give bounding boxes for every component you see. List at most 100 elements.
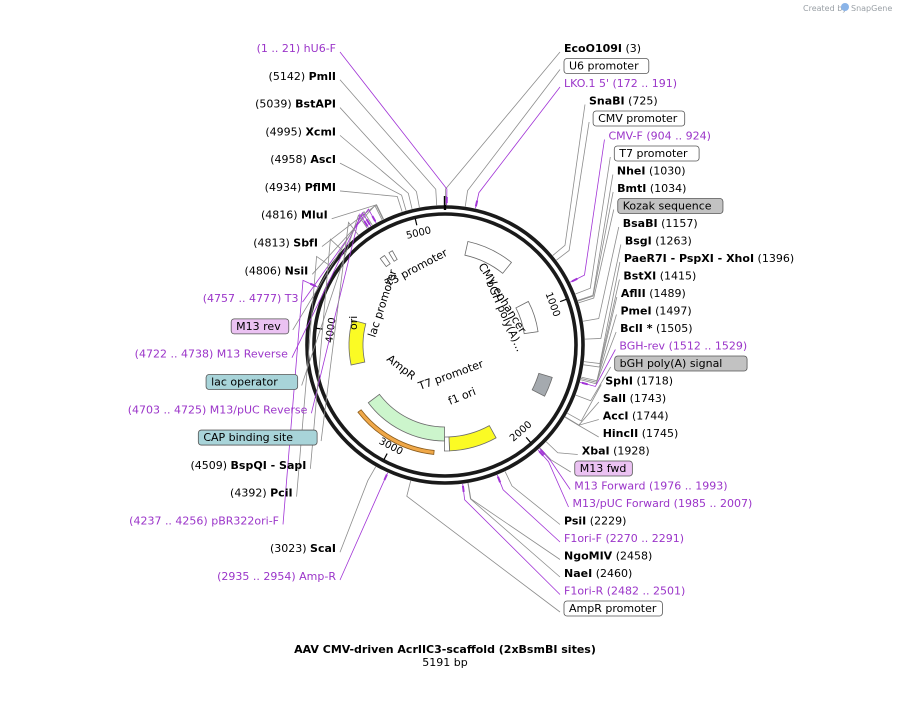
feature-box-ampr-promoter[interactable]: AmpR promoter <box>563 600 663 617</box>
site-name: MluI <box>301 209 328 222</box>
feature-box-t7-promoter[interactable]: T7 promoter <box>613 145 700 162</box>
enzyme-label-pmli[interactable]: (5142) PmlI <box>269 70 336 83</box>
primer-label-m13-forward[interactable]: M13 Forward (1976 .. 1993) <box>574 480 727 493</box>
enzyme-label-psii[interactable]: PsiI (2229) <box>564 515 626 528</box>
enzyme-label-bspqi-sapi[interactable]: (4509) BspQI - SapI <box>190 459 306 472</box>
feature-cmv-enhancer[interactable] <box>464 241 513 274</box>
enzyme-label-nhei[interactable]: NheI (1030) <box>617 165 686 178</box>
enzyme-label-paer7i-pspxi-xhoi[interactable]: PaeR7I - PspXI - XhoI (1396) <box>624 252 794 265</box>
tick-label-1000: 1000 <box>543 291 562 319</box>
enzyme-label-bsgi[interactable]: BsgI (1263) <box>625 235 692 248</box>
primer-label-t3[interactable]: (4757 .. 4777) T3 <box>203 292 299 305</box>
site-name: ScaI <box>310 542 336 555</box>
enzyme-label-bmti[interactable]: BmtI (1034) <box>617 182 686 195</box>
feature-ampr-promoter-arc[interactable] <box>357 409 435 455</box>
leader-ecoo109i <box>445 51 561 206</box>
enzyme-label-sbfi[interactable]: (4813) SbfI <box>253 237 318 250</box>
leader-ampr-promoter <box>406 480 561 613</box>
site-position: (172 .. 191) <box>612 77 677 90</box>
primer-label-m13-reverse[interactable]: (4722 .. 4738) M13 Reverse <box>135 348 288 361</box>
enzyme-label-aflii[interactable]: AflII (1489) <box>621 287 686 300</box>
enzyme-label-ngomiv[interactable]: NgoMIV (2458) <box>564 550 652 563</box>
feature-bgh-poly-a-signal[interactable] <box>531 372 553 397</box>
site-position: (1976 .. 1993) <box>649 480 728 493</box>
feature-box-m13-fwd[interactable]: M13 fwd <box>574 460 633 477</box>
enzyme-label-naei[interactable]: NaeI (2460) <box>564 567 632 580</box>
enzyme-label-mlui[interactable]: (4816) MluI <box>261 209 328 222</box>
leader-lines <box>282 51 622 613</box>
primer-label-lko-1-5[interactable]: LKO.1 5' (172 .. 191) <box>564 77 677 90</box>
enzyme-label-nsii[interactable]: (4806) NsiI <box>245 264 309 277</box>
plasmid-title: AAV CMV-driven AcrIIC3-scaffold (2xBsmBI… <box>294 643 596 656</box>
enzyme-label-sphi[interactable]: SphI (1718) <box>605 375 673 388</box>
leader-lko-1-5 <box>475 86 561 209</box>
site-name: Amp-R <box>299 570 336 583</box>
enzyme-label-bstapi[interactable]: (5039) BstAPI <box>255 98 336 111</box>
enzyme-label-ecoo109i[interactable]: EcoO109I (3) <box>564 42 641 55</box>
feature-ampr[interactable] <box>367 393 445 442</box>
enzyme-label-scai[interactable]: (3023) ScaI <box>270 542 336 555</box>
feature-lac-promoter[interactable] <box>379 254 391 268</box>
enzyme-label-xcmi[interactable]: (4995) XcmI <box>265 125 336 138</box>
site-position: (1745) <box>642 427 679 440</box>
site-name: PsiI <box>564 515 586 528</box>
feature-box-m13-rev[interactable]: M13 rev <box>230 318 290 335</box>
feature-box-bgh-poly-a-signal[interactable]: bGH poly(A) signal <box>614 355 748 372</box>
enzyme-label-asci[interactable]: (4958) AscI <box>270 153 336 166</box>
primer-label-hu6-f[interactable]: (1 .. 21) hU6-F <box>257 42 336 55</box>
primer-label-cmv-f[interactable]: CMV-F (904 .. 924) <box>608 130 710 143</box>
feature-box-cap-binding-site[interactable]: CAP binding site <box>197 429 318 446</box>
enzyme-label-acci[interactable]: AccI (1744) <box>603 410 669 423</box>
primer-label-pbr322ori-f[interactable]: (4237 .. 4256) pBR322ori-F <box>129 514 279 527</box>
primer-label-m13-puc-forward[interactable]: M13/pUC Forward (1985 .. 2007) <box>573 497 753 510</box>
feature-box-lac-operator[interactable]: lac operator <box>205 374 299 390</box>
leader-bcli <box>580 331 617 385</box>
primer-label-f1ori-f[interactable]: F1ori-F (2270 .. 2291) <box>564 532 684 545</box>
primer-label-m13-puc-reverse[interactable]: (4703 .. 4725) M13/pUC Reverse <box>128 403 308 416</box>
site-name: NaeI <box>564 567 592 580</box>
site-name: SbfI <box>293 237 318 250</box>
leader-mlui <box>331 204 384 220</box>
feature-box-label: T7 promoter <box>618 147 688 160</box>
enzyme-label-pflmi[interactable]: (4934) PflMI <box>265 181 336 194</box>
site-name: M13/pUC Reverse <box>210 403 308 416</box>
tick-1000 <box>559 298 567 303</box>
feature-f1-ori[interactable] <box>448 425 497 452</box>
feature-t7-promoter[interactable] <box>444 436 450 452</box>
enzyme-label-sali[interactable]: SalI (1743) <box>603 392 666 405</box>
primer-mark-lko-1-5 <box>474 200 479 207</box>
leader-naei <box>467 483 561 578</box>
primer-label-bgh-rev[interactable]: BGH-rev (1512 .. 1529) <box>619 340 747 353</box>
enzyme-label-bcli[interactable]: BclI * (1505) <box>620 322 692 335</box>
enzyme-label-bsabi[interactable]: BsaBI (1157) <box>623 217 698 230</box>
feature-t3-promoter[interactable] <box>388 250 398 262</box>
leader-psii <box>504 471 561 525</box>
site-name: pBR322ori-F <box>211 514 279 527</box>
site-position: (2482 .. 2501) <box>607 585 686 598</box>
leader-asci <box>339 162 407 211</box>
enzyme-label-xbai[interactable]: XbaI (1928) <box>582 445 650 458</box>
enzyme-label-bstxi[interactable]: BstXI (1415) <box>623 270 696 283</box>
leader-m13-puc-forward <box>537 449 569 508</box>
enzyme-label-hincii[interactable]: HincII (1745) <box>603 427 679 440</box>
primer-mark-m13-forward <box>540 449 546 455</box>
site-name: EcoO109I <box>564 42 622 55</box>
feature-box-kozak-sequence[interactable]: Kozak sequence <box>617 198 724 214</box>
feature-box-u6-promoter[interactable]: U6 promoter <box>563 58 650 74</box>
primer-label-f1ori-r[interactable]: F1ori-R (2482 .. 2501) <box>564 585 685 598</box>
primer-label-amp-r[interactable]: (2935 .. 2954) Amp-R <box>217 570 336 583</box>
primer-mark-t3 <box>371 215 377 222</box>
leader-pmli <box>339 79 438 206</box>
site-position: (1744) <box>632 410 669 423</box>
feature-ori[interactable] <box>348 319 367 366</box>
site-name: NsiI <box>285 264 309 277</box>
enzyme-label-snabi[interactable]: SnaBI (725) <box>589 95 658 108</box>
feature-bgh-poly-a[interactable] <box>515 300 539 335</box>
enzyme-label-pcii[interactable]: (4392) PciI <box>230 487 293 500</box>
site-position: (1157) <box>661 217 698 230</box>
enzyme-label-pmei[interactable]: PmeI (1497) <box>620 305 691 318</box>
site-position: (1743) <box>630 392 667 405</box>
feature-box-frame <box>230 318 290 335</box>
feature-box-cmv-promoter[interactable]: CMV promoter <box>592 110 686 127</box>
